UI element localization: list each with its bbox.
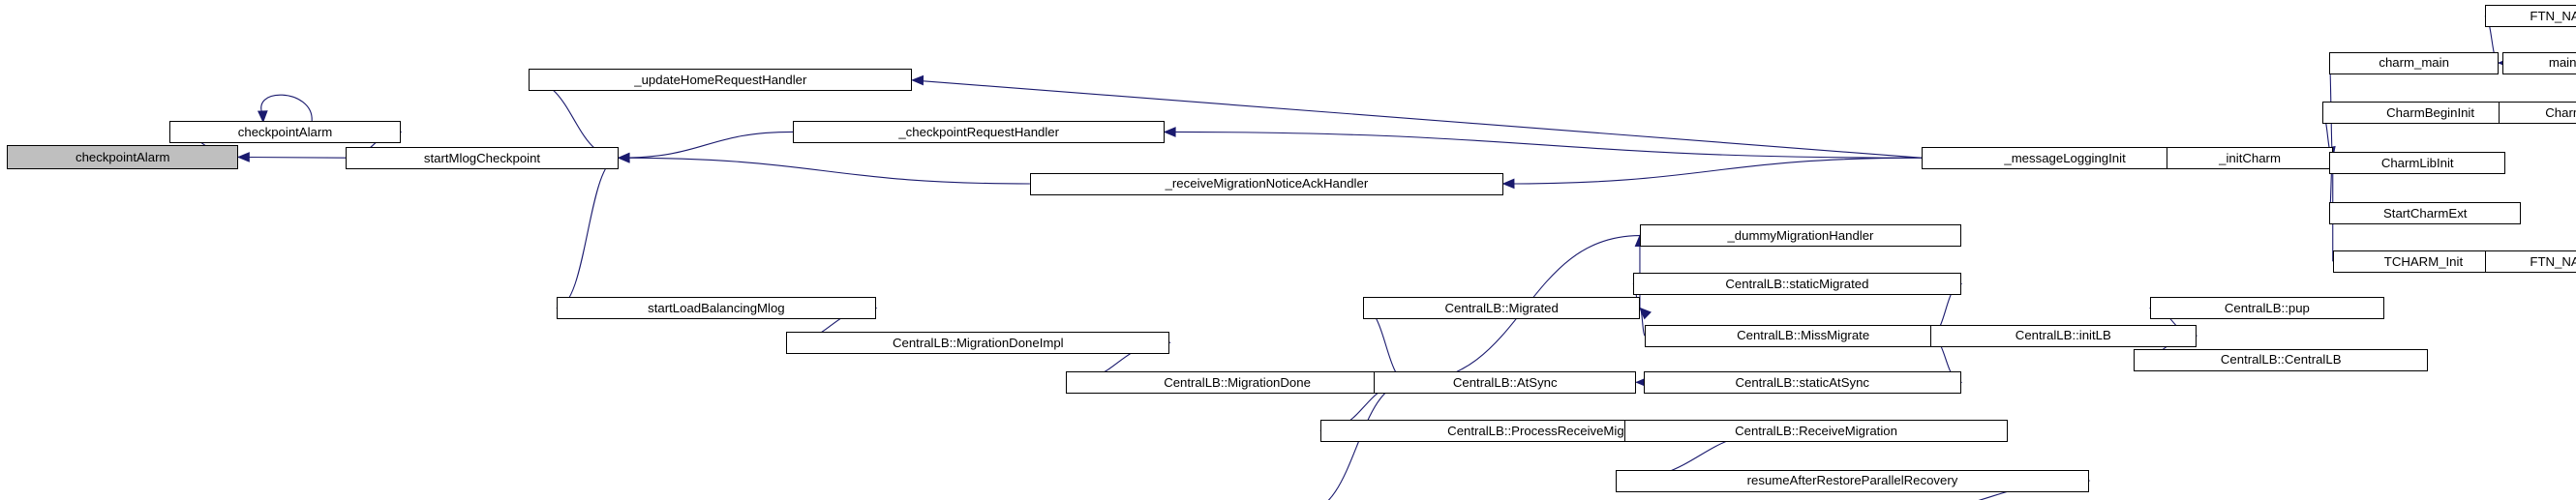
graph-node-startcharmext[interactable]: StartCharmExt	[2329, 201, 2522, 224]
graph-node-messagelogginginit[interactable]: _messageLoggingInit	[1921, 146, 2209, 169]
graph-node-main[interactable]: main	[2501, 51, 2576, 74]
graph-node-checkpointrequesthandler[interactable]: _checkpointRequestHandler	[793, 120, 1166, 143]
graph-node-ftn-name[interactable]: FTN_NAME	[2484, 250, 2576, 273]
graph-node-centrallb-migrated[interactable]: CentralLB::Migrated	[1363, 297, 1640, 320]
graph-node-tcharm-init[interactable]: TCHARM_Init	[2332, 250, 2515, 273]
graph-node-centrallb-centrallb[interactable]: CentralLB::CentralLB	[2134, 348, 2428, 371]
graph-node-startmlogcheckpoint[interactable]: startMlogCheckpoint	[346, 146, 620, 169]
graph-node-dummymigrationhandler[interactable]: _dummyMigrationHandler	[1639, 224, 1961, 248]
graph-node-checkpointalarm[interactable]: checkpointAlarm	[168, 120, 402, 143]
graph-node-charmlibinit[interactable]: CharmLibInit	[2329, 152, 2506, 175]
graph-node-centrallb-staticmigrated[interactable]: CentralLB::staticMigrated	[1632, 273, 1961, 296]
graph-node-startloadbalancingmlog[interactable]: startLoadBalancingMlog	[556, 297, 876, 320]
graph-node-updatehomerequesthandler[interactable]: _updateHomeRequestHandler	[529, 69, 913, 92]
graph-node-resumeafterrestoreparallelrecovery[interactable]: resumeAfterRestoreParallelRecovery	[1615, 469, 2090, 492]
graph-node-centrallb-initlb[interactable]: CentralLB::initLB	[1929, 324, 2197, 347]
graph-node-checkpointalarm[interactable]: checkpointAlarm	[7, 144, 239, 169]
graph-node-centrallb-migrationdone[interactable]: CentralLB::MigrationDone	[1066, 370, 1409, 394]
graph-node-receivemigrationnoticeackhandler[interactable]: _receiveMigrationNoticeAckHandler	[1029, 172, 1503, 195]
graph-node-initcharm[interactable]: _initCharm	[2167, 146, 2333, 169]
graph-node-centrallb-atsync[interactable]: CentralLB::AtSync	[1374, 370, 1637, 394]
graph-node-centrallb-receivemigration[interactable]: CentralLB::ReceiveMigration	[1623, 419, 2009, 442]
graph-node-charminit[interactable]: CharmInit	[2499, 102, 2576, 125]
graph-node-charmbegininit[interactable]: CharmBeginInit	[2322, 102, 2539, 125]
graph-node-centrallb-pup[interactable]: CentralLB::pup	[2149, 297, 2385, 320]
graph-node-charm-main[interactable]: charm_main	[2329, 51, 2500, 74]
graph-node-ftn-name[interactable]: FTN_NAME	[2484, 5, 2576, 28]
graph-node-centrallb-migrationdoneimpl[interactable]: CentralLB::MigrationDoneImpl	[786, 331, 1170, 354]
graph-node-centrallb-missmigrate[interactable]: CentralLB::MissMigrate	[1645, 324, 1961, 347]
graph-node-centrallb-staticatsync[interactable]: CentralLB::staticAtSync	[1643, 370, 1961, 394]
